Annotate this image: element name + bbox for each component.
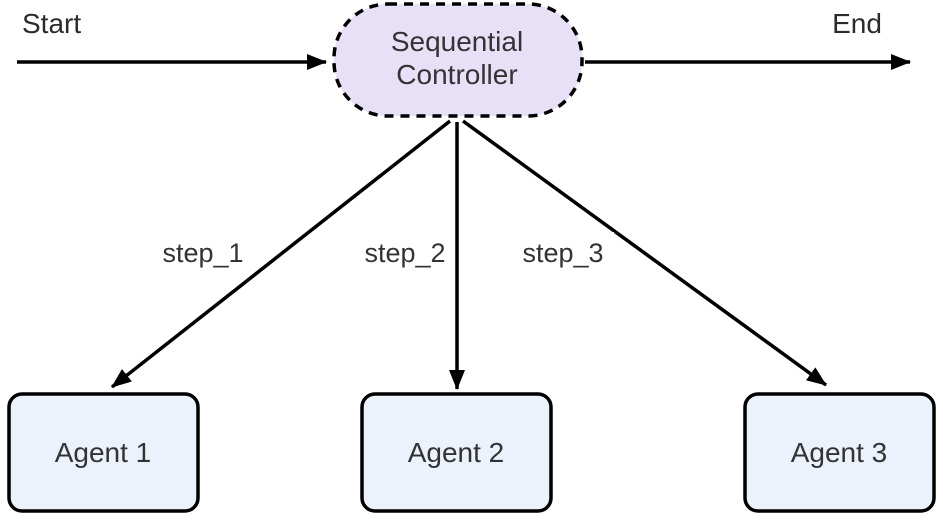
agent-1-node: Agent 1 xyxy=(7,392,200,513)
controller-node-shape xyxy=(332,2,584,118)
edge-label-bg xyxy=(512,232,614,270)
edge-label-bg xyxy=(152,232,254,270)
end-label: End xyxy=(832,8,882,39)
controller-label-line2: Controller xyxy=(396,59,517,90)
edge-step-1 xyxy=(110,119,452,389)
controller-node: Sequential Controller xyxy=(332,2,584,118)
agent-3-label: Agent 3 xyxy=(791,437,888,468)
agent-2-label: Agent 2 xyxy=(408,437,505,468)
agent-2-node-shape xyxy=(360,392,553,513)
edge-label-step-2: step_2 xyxy=(364,238,445,268)
edge-label-bg xyxy=(356,232,453,270)
edge-label-step-3: step_3 xyxy=(522,238,603,268)
agent-3-node: Agent 3 xyxy=(743,392,936,513)
controller-label-line1: Sequential xyxy=(391,26,523,57)
agent-2-node: Agent 2 xyxy=(360,392,553,513)
agent-3-node-shape xyxy=(743,392,936,513)
agent-1-node-shape xyxy=(7,392,200,513)
edge-label-step-1: step_1 xyxy=(162,238,243,268)
agent-1-label: Agent 1 xyxy=(55,437,152,468)
edge-step-3 xyxy=(461,119,828,387)
start-label: Start xyxy=(22,8,81,39)
